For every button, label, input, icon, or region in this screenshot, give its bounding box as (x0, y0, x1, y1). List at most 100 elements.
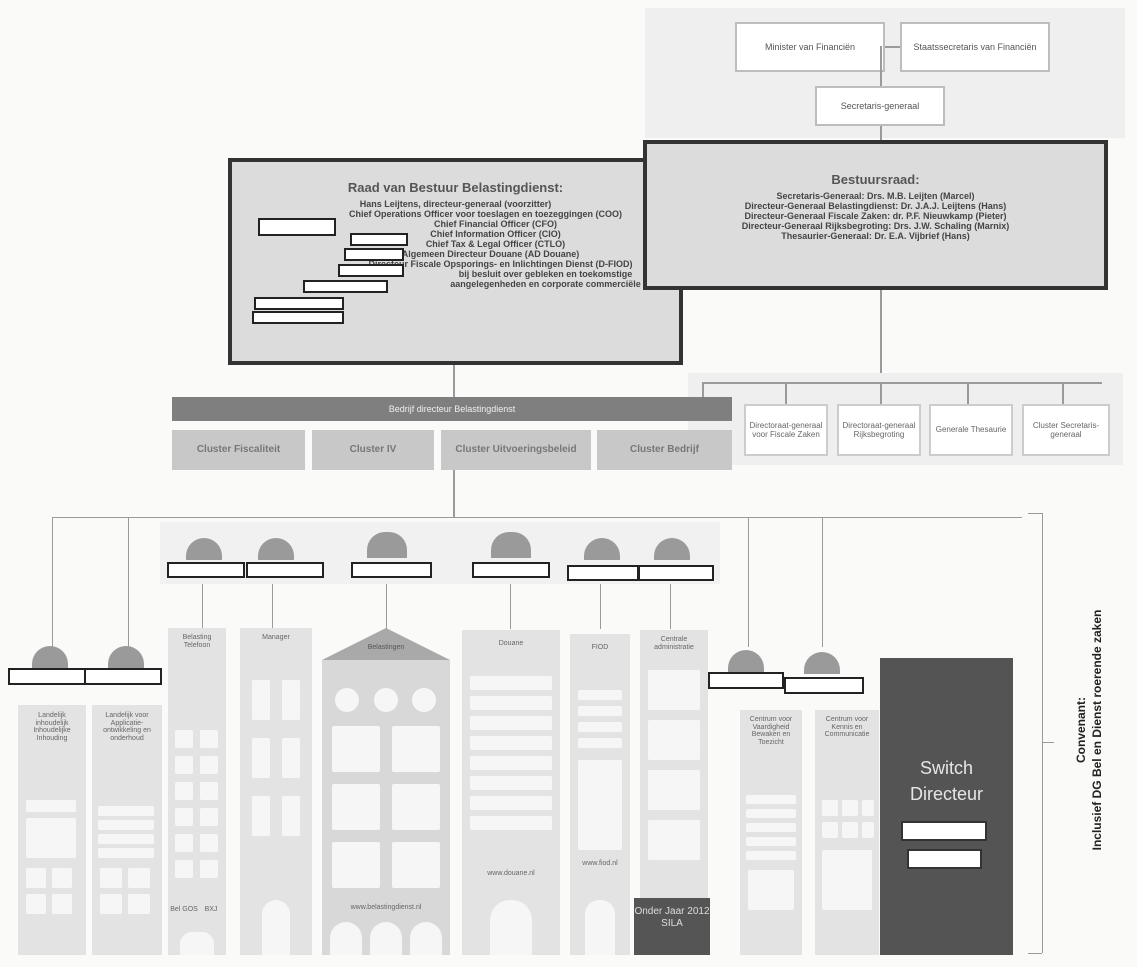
connector (386, 584, 387, 629)
connector (785, 382, 787, 404)
window (200, 834, 218, 852)
bel-label: BXJ (204, 906, 218, 913)
building-label: Centrale administratie (654, 636, 694, 651)
connector (600, 584, 601, 629)
window (200, 730, 218, 748)
connector (822, 517, 823, 647)
window (200, 808, 218, 826)
window (470, 696, 552, 710)
connector (453, 365, 455, 397)
redaction-box (167, 562, 245, 578)
redaction-box (252, 311, 344, 324)
window (175, 808, 193, 826)
window (175, 860, 193, 878)
building-label: Douane (498, 640, 524, 647)
connector (1062, 382, 1064, 404)
redaction-box (638, 565, 714, 581)
window (252, 796, 270, 836)
bestuursraad-title: Bestuursraad: (831, 172, 920, 187)
window (128, 894, 150, 914)
window (470, 736, 552, 750)
connector (52, 517, 1022, 518)
window (100, 868, 122, 888)
window (648, 770, 700, 810)
switch-directeur-block (880, 658, 1013, 955)
window (252, 738, 270, 778)
manager-dome (584, 538, 620, 560)
window (128, 868, 150, 888)
cluster-fiscaliteit: Cluster Fiscaliteit (172, 430, 305, 470)
manager-dome (654, 538, 690, 560)
window (26, 818, 76, 858)
dg-box-fiscale-zaken: Directoraat-generaal voor Fiscale Zaken (744, 404, 828, 456)
window (648, 720, 700, 760)
redaction-box (351, 562, 432, 578)
redaction-box (901, 821, 987, 841)
building-label: Belastingen (367, 644, 405, 651)
cluster-bedrijf: Cluster Bedrijf (597, 430, 732, 470)
br-line: Directeur-Generaal Belastingdienst: Dr. … (744, 201, 1007, 211)
arch (330, 922, 362, 955)
window (470, 776, 552, 790)
window (282, 796, 300, 836)
rvb-line: Directeur Fiscale Opsporings- en Inlicht… (368, 259, 633, 269)
window (578, 706, 622, 716)
window (282, 738, 300, 778)
connector (885, 46, 900, 48)
manager-dome (367, 532, 407, 558)
round-window (374, 688, 398, 712)
window (470, 816, 552, 830)
minister-box: Minister van Financiën (735, 22, 885, 72)
building-label: FIOD (591, 644, 609, 651)
connector (52, 517, 53, 647)
door (585, 900, 615, 955)
redaction-box (708, 672, 784, 689)
rvb-line: Chief Tax & Legal Officer (CTLO) (425, 239, 566, 249)
rvb-line: Chief Information Officer (CIO) (430, 229, 561, 239)
bracket (1028, 513, 1042, 514)
window (578, 722, 622, 732)
redaction-box (784, 677, 864, 694)
window (26, 894, 46, 914)
manager-dome (728, 650, 764, 672)
bel-label: Bel GOS (170, 906, 198, 913)
window (746, 851, 796, 860)
window (470, 796, 552, 810)
building-label: Centrum voor Kennis en Communicatie (824, 716, 870, 739)
window (98, 834, 154, 844)
connector (880, 382, 882, 404)
manager-dome (258, 538, 294, 560)
bedrijf-header-bar: Bedrijf directeur Belastingdienst (172, 397, 732, 421)
window (648, 670, 700, 710)
window (822, 822, 838, 838)
br-line: Directeur-Generaal Fiscale Zaken: dr. P.… (744, 211, 1007, 221)
raad-van-bestuur-panel: Raad van Bestuur Belastingdienst: Hans L… (228, 158, 683, 365)
window (175, 756, 193, 774)
window (746, 837, 796, 846)
dg-box-secretaris-generaal: Cluster Secretaris-generaal (1022, 404, 1110, 456)
window (332, 784, 380, 830)
connector (702, 382, 1102, 384)
window (862, 822, 874, 838)
redaction-box (567, 565, 639, 581)
redaction-box (350, 233, 408, 246)
building-label: Landelijk voor Applicatie-ontwikkeling e… (103, 712, 151, 743)
rvb-line: Algemeen Directeur Douane (AD Douane) (401, 249, 580, 259)
building-label: Belasting Telefoon (182, 634, 212, 649)
br-line: Secretaris-Generaal: Drs. M.B. Leijten (… (776, 191, 975, 201)
redaction-box (472, 562, 550, 578)
connector (880, 290, 882, 382)
dg-box-rijksbegroting: Directoraat-generaal Rijksbegroting (837, 404, 921, 456)
window (175, 782, 193, 800)
window (842, 800, 858, 816)
bracket (1042, 513, 1043, 953)
secretaris-generaal-box: Secretaris-generaal (815, 86, 945, 126)
bracket (1042, 742, 1054, 743)
switch-directeur-label: Switch Directeur (909, 758, 984, 805)
arch (410, 922, 442, 955)
door (262, 900, 290, 955)
connector (880, 126, 882, 140)
window (52, 894, 72, 914)
cluster-iv: Cluster IV (312, 430, 434, 470)
window (26, 868, 46, 888)
